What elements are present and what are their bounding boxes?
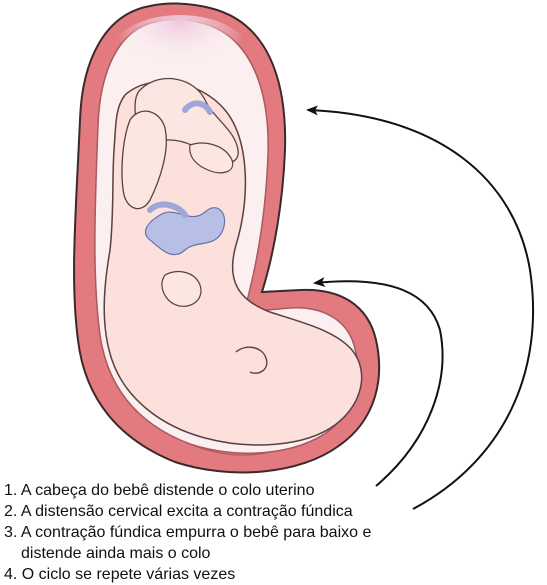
fetus-knee bbox=[121, 110, 167, 210]
cycle-steps-list: 1. A cabeça do bebê distende o colo uter… bbox=[4, 480, 371, 585]
cervical-feedback-arrow bbox=[313, 277, 444, 487]
fetus-hand bbox=[161, 271, 202, 307]
umbilical-cord bbox=[145, 207, 226, 256]
fetus-foot bbox=[189, 142, 234, 174]
step-1: 1. A cabeça do bebê distende o colo uter… bbox=[4, 482, 315, 499]
fundal-feedback-arrow bbox=[306, 105, 534, 510]
fetus-ear bbox=[235, 346, 268, 374]
cervix bbox=[189, 443, 271, 456]
step-3-line-2: distende ainda mais o colo bbox=[21, 545, 211, 562]
step-3-line-1: 3. A contração fúndica empurra o bebê pa… bbox=[4, 524, 372, 541]
fundal-glow bbox=[110, 15, 250, 95]
step-2: 2. A distensão cervical excita a contraç… bbox=[4, 503, 353, 520]
step-3: 3. A contração fúndica empurra o bebê pa… bbox=[4, 522, 371, 564]
fetus-body bbox=[103, 80, 363, 446]
cord-strand-2 bbox=[147, 201, 188, 218]
cord-strand bbox=[182, 100, 213, 115]
step-4: 4. O ciclo se repete várias vezes bbox=[4, 566, 236, 583]
